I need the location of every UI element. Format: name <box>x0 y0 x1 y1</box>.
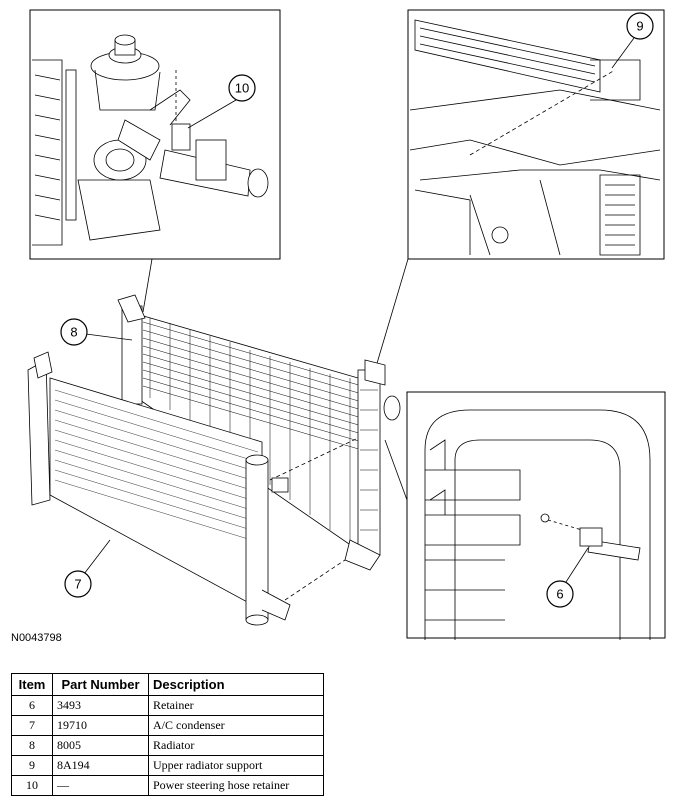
cell-part-number: 19710 <box>52 715 149 736</box>
ac-condenser-illustration <box>27 351 359 626</box>
cell-part-number: — <box>52 775 149 796</box>
cell-item: 7 <box>11 715 53 736</box>
parts-diagram: 10 9 <box>27 9 666 640</box>
table-header-row: Item Part Number Description <box>11 673 324 696</box>
cell-description: Retainer <box>148 695 324 716</box>
detail-view-hose-retainer: 10 <box>29 9 281 260</box>
table-row: 10 — Power steering hose retainer <box>11 775 324 796</box>
radiator-illustration <box>117 294 401 571</box>
table-row: 9 8A194 Upper radiator support <box>11 755 324 776</box>
cell-description: Radiator <box>148 735 324 756</box>
cell-description: Upper radiator support <box>148 755 324 776</box>
table-row: 8 8005 Radiator <box>11 735 324 756</box>
callout-6: 6 <box>556 587 563 602</box>
cell-part-number: 8A194 <box>52 755 149 776</box>
detail-view-retainer: 6 <box>406 391 666 640</box>
cell-description: Power steering hose retainer <box>148 775 324 796</box>
header-description: Description <box>148 673 324 696</box>
callout-7: 7 <box>74 577 81 592</box>
header-part-number: Part Number <box>52 673 149 696</box>
detail-view-upper-radiator-support: 9 <box>407 9 665 260</box>
cell-item: 8 <box>11 735 53 756</box>
detail-leader-lines <box>142 258 409 501</box>
callout-9: 9 <box>636 19 643 34</box>
header-item: Item <box>11 673 53 696</box>
parts-table: Item Part Number Description 6 3493 Reta… <box>11 673 324 796</box>
cell-description: A/C condenser <box>148 715 324 736</box>
figure-id: N0043798 <box>11 632 62 644</box>
table-row: 7 19710 A/C condenser <box>11 715 324 736</box>
cell-item: 9 <box>11 755 53 776</box>
cell-item: 10 <box>11 775 53 796</box>
callout-10: 10 <box>235 81 249 96</box>
cell-part-number: 3493 <box>52 695 149 716</box>
callout-8: 8 <box>70 325 77 340</box>
cell-part-number: 8005 <box>52 735 149 756</box>
table-row: 6 3493 Retainer <box>11 695 324 716</box>
cell-item: 6 <box>11 695 53 716</box>
